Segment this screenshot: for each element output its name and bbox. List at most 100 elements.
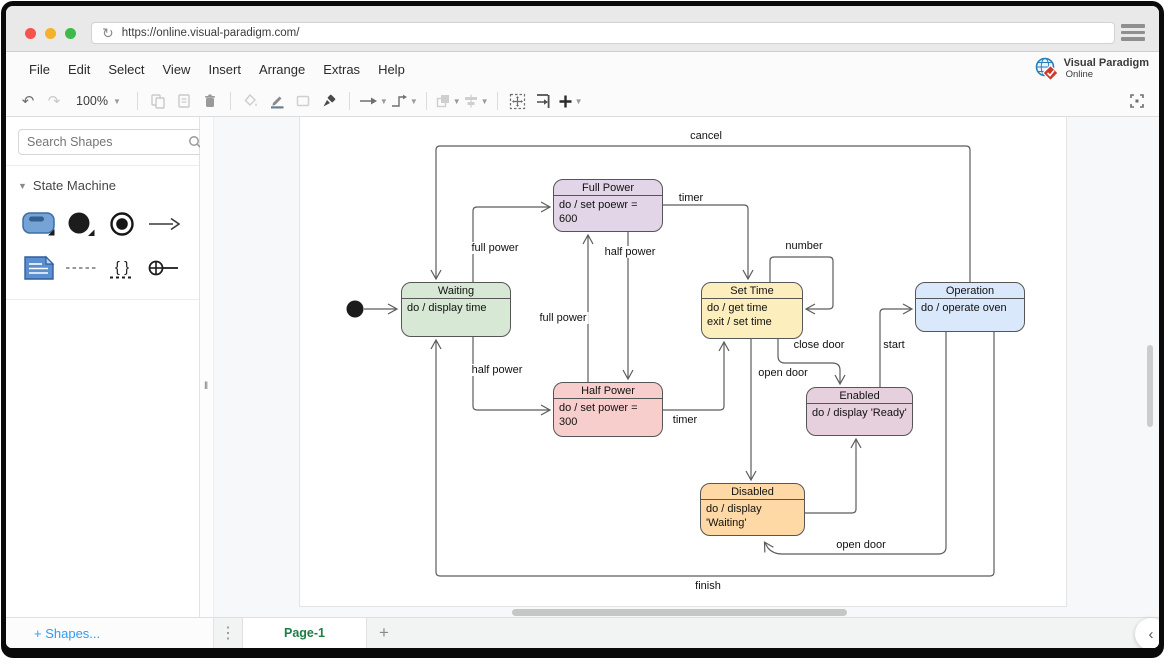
state-action: do / set poewr = 600 bbox=[559, 198, 657, 227]
state-action: do / display 'Ready' bbox=[812, 406, 907, 420]
horizontal-scrollbar[interactable] bbox=[512, 609, 847, 616]
browser-menu-button[interactable] bbox=[1121, 24, 1145, 41]
transition-label-timer2[interactable]: timer bbox=[671, 414, 699, 426]
state-enabled[interactable]: Enabled do / display 'Ready' bbox=[806, 387, 913, 436]
menu-extras[interactable]: Extras bbox=[314, 62, 369, 77]
transition-label-start[interactable]: start bbox=[881, 339, 906, 351]
fit-page-icon[interactable] bbox=[532, 89, 556, 113]
section-title: State Machine bbox=[33, 178, 116, 193]
shape-palette: { } bbox=[6, 199, 199, 300]
collapse-panel-button[interactable]: ‹ bbox=[1135, 618, 1159, 648]
transition-label-half-power[interactable]: half power bbox=[470, 364, 525, 376]
redo-icon[interactable]: ↷ bbox=[42, 89, 66, 113]
transition-disabled-enabled[interactable] bbox=[805, 440, 856, 513]
page-options-icon[interactable]: ⋮ bbox=[214, 618, 242, 648]
menu-file[interactable]: File bbox=[20, 62, 59, 77]
vp-globe-icon bbox=[1034, 56, 1060, 82]
align-icon[interactable]: ▼ bbox=[463, 89, 489, 113]
transition-label-finish[interactable]: finish bbox=[693, 580, 723, 592]
transition-label-half-power2[interactable]: half power bbox=[603, 246, 658, 258]
initial-state[interactable] bbox=[347, 301, 364, 318]
fill-color-icon[interactable] bbox=[239, 89, 263, 113]
state-disabled[interactable]: Disabled do / display 'Waiting' bbox=[700, 483, 805, 536]
transition-label-open-door[interactable]: open door bbox=[756, 367, 810, 379]
state-set-time[interactable]: Set Time do / get time exit / set time bbox=[701, 282, 803, 339]
reload-icon[interactable]: ↻ bbox=[102, 26, 114, 40]
menu-arrange[interactable]: Arrange bbox=[250, 62, 314, 77]
transition-wires bbox=[300, 117, 1068, 607]
transition-cancel[interactable] bbox=[436, 146, 970, 282]
browser-chrome: ↻ https://online.visual-paradigm.com/ bbox=[6, 6, 1159, 52]
state-action: do / display 'Waiting' bbox=[706, 502, 799, 531]
visual-paradigm-logo: Visual Paradigm Online bbox=[1034, 56, 1149, 82]
shape-dotted-line-icon[interactable] bbox=[60, 251, 102, 285]
shape-panel: ⋮ ▼ State Machine bbox=[6, 117, 200, 617]
menu-edit[interactable]: Edit bbox=[59, 62, 99, 77]
fullscreen-icon[interactable] bbox=[1125, 89, 1149, 113]
format-painter-icon[interactable] bbox=[317, 89, 341, 113]
menu-insert[interactable]: Insert bbox=[199, 62, 250, 77]
zoom-level-dropdown[interactable]: 100%▼ bbox=[68, 94, 129, 108]
state-action: do / set power = 300 bbox=[559, 401, 657, 430]
zoom-level-value: 100% bbox=[76, 94, 108, 108]
state-name: Enabled bbox=[807, 388, 912, 404]
shape-style-icon[interactable] bbox=[291, 89, 315, 113]
diagram-page[interactable]: Waiting do / display time Full Power do … bbox=[299, 117, 1067, 607]
transition-label-cancel[interactable]: cancel bbox=[688, 130, 724, 142]
menu-help[interactable]: Help bbox=[369, 62, 414, 77]
section-state-machine[interactable]: ▼ State Machine bbox=[6, 166, 199, 199]
line-color-icon[interactable] bbox=[265, 89, 289, 113]
undo-icon[interactable]: ↶ bbox=[16, 89, 40, 113]
tab-page-1[interactable]: Page-1 bbox=[242, 618, 367, 648]
svg-text:{ }: { } bbox=[115, 259, 129, 276]
shape-note-icon[interactable] bbox=[18, 251, 60, 285]
state-full-power[interactable]: Full Power do / set poewr = 600 bbox=[553, 179, 663, 232]
state-name: Operation bbox=[916, 283, 1024, 299]
connector-style-icon[interactable]: ▼ bbox=[390, 89, 418, 113]
search-shapes-box bbox=[18, 129, 209, 155]
transition-label-full-power[interactable]: full power bbox=[469, 242, 520, 254]
shape-state-icon[interactable] bbox=[18, 207, 60, 241]
state-waiting[interactable]: Waiting do / display time bbox=[401, 282, 511, 337]
copy-icon[interactable] bbox=[146, 89, 170, 113]
app-toolbar: ↶ ↷ 100%▼ ▼ ▼ bbox=[6, 86, 1159, 117]
bring-forward-icon[interactable]: ▼ bbox=[435, 89, 461, 113]
menu-select[interactable]: Select bbox=[99, 62, 153, 77]
transition-label-timer[interactable]: timer bbox=[677, 192, 705, 204]
document-icon[interactable] bbox=[172, 89, 196, 113]
shape-initial-state-icon[interactable] bbox=[60, 207, 102, 241]
transition-label-number[interactable]: number bbox=[783, 240, 824, 252]
shape-final-state-icon[interactable] bbox=[102, 207, 144, 241]
transition-label-open-door2[interactable]: open door bbox=[834, 539, 888, 551]
maximize-window-button[interactable] bbox=[65, 28, 76, 39]
shape-constraint-icon[interactable]: { } bbox=[102, 251, 144, 285]
page-bar: + Shapes... ⋮ Page-1 + ‹ bbox=[6, 617, 1159, 648]
state-operation[interactable]: Operation do / operate oven bbox=[915, 282, 1025, 332]
minimize-window-button[interactable] bbox=[45, 28, 56, 39]
state-name: Half Power bbox=[554, 383, 662, 399]
state-name: Disabled bbox=[701, 484, 804, 500]
search-shapes-input[interactable] bbox=[27, 135, 188, 149]
fit-selection-icon[interactable] bbox=[506, 89, 530, 113]
diagram-canvas[interactable]: Waiting do / display time Full Power do … bbox=[214, 117, 1159, 617]
state-name: Set Time bbox=[702, 283, 802, 299]
add-page-button[interactable]: + bbox=[367, 618, 401, 648]
transition-halfpower-settime[interactable] bbox=[663, 343, 724, 410]
shape-fork-join-icon[interactable] bbox=[143, 251, 185, 285]
trash-icon[interactable] bbox=[198, 89, 222, 113]
address-bar[interactable]: ↻ https://online.visual-paradigm.com/ bbox=[91, 22, 1115, 44]
menu-view[interactable]: View bbox=[154, 62, 200, 77]
transition-fullpower-settime[interactable] bbox=[663, 205, 748, 278]
shape-transition-icon[interactable] bbox=[143, 207, 185, 241]
add-shape-icon[interactable]: ▼ bbox=[558, 89, 583, 113]
vertical-scrollbar[interactable] bbox=[1147, 345, 1153, 427]
state-name: Waiting bbox=[402, 283, 510, 299]
transition-label-full-power2[interactable]: full power bbox=[537, 312, 588, 324]
arrow-style-icon[interactable]: ▼ bbox=[358, 89, 388, 113]
panel-resize-handle[interactable]: ‖ bbox=[200, 117, 214, 617]
state-half-power[interactable]: Half Power do / set power = 300 bbox=[553, 382, 663, 437]
transition-label-close-door[interactable]: close door bbox=[792, 339, 847, 351]
close-window-button[interactable] bbox=[25, 28, 36, 39]
more-shapes-link[interactable]: + Shapes... bbox=[34, 626, 100, 641]
